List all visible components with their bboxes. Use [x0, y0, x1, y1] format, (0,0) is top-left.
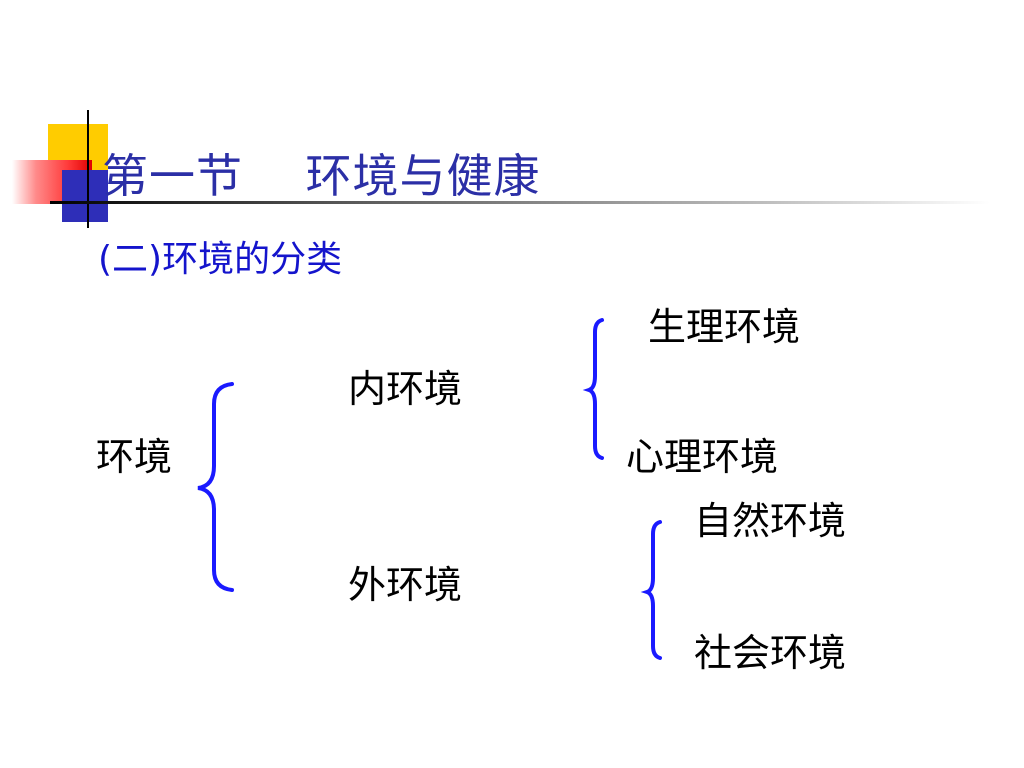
node-physiological: 生理环境 — [648, 305, 801, 349]
node-outer: 外环境 — [348, 563, 463, 607]
slide-subtitle: (二)环境的分类 — [98, 239, 343, 280]
node-social: 社会环境 — [694, 631, 847, 675]
node-natural: 自然环境 — [694, 499, 847, 543]
node-root: 环境 — [96, 435, 173, 479]
decor-blue-square — [62, 170, 108, 222]
node-psychological: 心理环境 — [626, 435, 779, 479]
inner-brace — [582, 318, 604, 460]
decor-vertical-line — [87, 110, 89, 228]
slide-title: 第一节 环境与健康 — [102, 149, 541, 203]
outer-brace — [640, 520, 662, 660]
root-brace — [197, 382, 234, 592]
title-underline — [50, 201, 990, 204]
node-inner: 内环境 — [348, 367, 463, 411]
